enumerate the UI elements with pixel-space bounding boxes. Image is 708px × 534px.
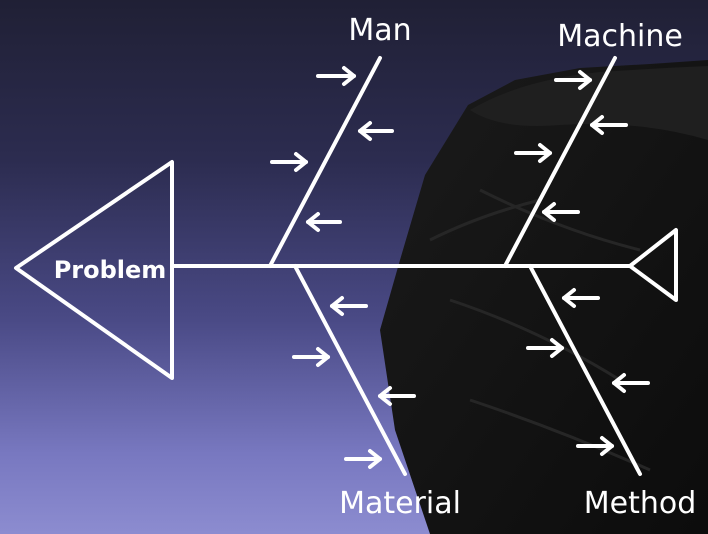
arrow-right-icon <box>272 154 306 170</box>
problem-label: Problem <box>54 256 167 284</box>
category-label-man: Man <box>348 13 411 48</box>
arrow-left-icon <box>308 214 340 230</box>
category-label-machine: Machine <box>557 19 683 54</box>
category-label-method: Method <box>584 486 697 521</box>
arrow-left-icon <box>332 298 366 314</box>
jacket-silhouette <box>380 60 708 534</box>
category-label-material: Material <box>339 486 461 521</box>
arrow-right-icon <box>294 349 328 365</box>
arrow-right-icon <box>346 451 380 467</box>
arrow-right-icon <box>318 68 354 84</box>
arrow-left-icon <box>360 123 392 139</box>
